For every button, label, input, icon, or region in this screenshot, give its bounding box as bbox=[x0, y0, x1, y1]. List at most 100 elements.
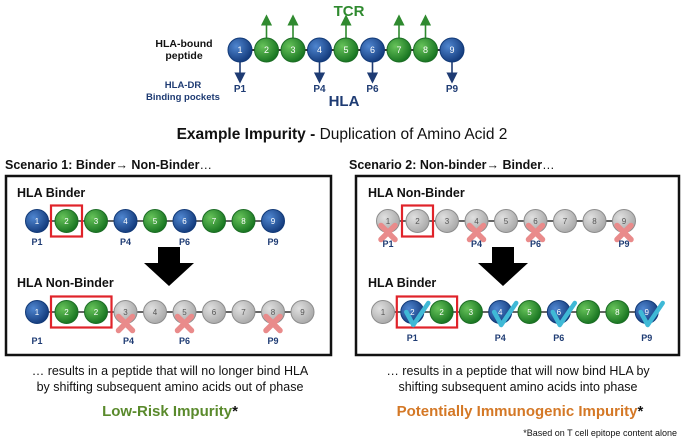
amino-acid-number: 4 bbox=[474, 217, 479, 226]
scenario1-heading-suffix: … bbox=[199, 158, 212, 172]
figure-title: Example Impurity - Duplication of Amino … bbox=[177, 126, 508, 143]
scenario2-heading-suffix: … bbox=[542, 158, 555, 172]
x-mark-icon bbox=[115, 313, 136, 334]
binding-pocket-label: P6 bbox=[553, 333, 564, 343]
amino-acid-number: 3 bbox=[94, 217, 99, 226]
amino-acid-number: 6 bbox=[182, 217, 187, 226]
binding-pocket-label: P4 bbox=[313, 84, 326, 95]
binding-pocket-label: P9 bbox=[641, 333, 652, 343]
amino-acid-number: 5 bbox=[504, 217, 509, 226]
amino-acid-bead bbox=[227, 37, 253, 63]
amino-acid-number: 2 bbox=[415, 217, 420, 226]
binding-pocket-label: P1 bbox=[234, 84, 247, 95]
scenario2-heading: Scenario 2: Non-binder→ Binder… bbox=[349, 158, 555, 172]
amino-acid-bead bbox=[113, 209, 138, 233]
scenario1-lower-label: HLA Non-Binder bbox=[17, 276, 114, 290]
amino-acid-bead bbox=[280, 37, 306, 63]
amino-acid-bead bbox=[413, 37, 438, 63]
binding-pocket-label: P6 bbox=[179, 237, 190, 247]
amino-acid-number: 2 bbox=[64, 308, 69, 317]
amino-acid-bead bbox=[290, 300, 315, 324]
amino-acid-bead bbox=[333, 37, 359, 63]
scenario2-verdict: Potentially Immunogenic Impurity* bbox=[397, 403, 644, 420]
amino-acid-number: 5 bbox=[182, 308, 187, 317]
scenario1-caption-line2: by shifting subsequent amino acids out o… bbox=[37, 380, 304, 394]
scenario2-transition-arrow bbox=[478, 247, 528, 286]
amino-acid-number: 6 bbox=[212, 308, 217, 317]
amino-acid-number: 3 bbox=[445, 217, 450, 226]
amino-acid-bead bbox=[458, 300, 483, 324]
amino-acid-number: 2 bbox=[64, 217, 69, 226]
amino-acid-number: 6 bbox=[557, 308, 562, 317]
amino-acid-number: 9 bbox=[622, 217, 627, 226]
x-mark-icon bbox=[263, 313, 283, 334]
duplication-highlight-box bbox=[395, 295, 459, 329]
duplication-highlight-box bbox=[49, 295, 113, 329]
amino-acid-number: 1 bbox=[237, 45, 242, 55]
pockets-label-line2: Binding pockets bbox=[146, 92, 220, 103]
binding-pocket-label: P6 bbox=[179, 336, 190, 346]
duplication-highlight-box bbox=[400, 204, 435, 238]
binding-pocket-label: P9 bbox=[446, 84, 459, 95]
amino-acid-number: 5 bbox=[153, 217, 158, 226]
scenario2-caption-line1: … results in a peptide that will now bin… bbox=[386, 364, 650, 378]
amino-acid-bead bbox=[371, 300, 395, 324]
amino-acid-number: 8 bbox=[615, 308, 620, 317]
binding-pocket-label: P4 bbox=[471, 239, 482, 249]
scenario2-upper-label: HLA Non-Binder bbox=[368, 186, 465, 200]
scenario1-verdict-asterisk: * bbox=[232, 403, 238, 420]
binding-pocket-label: P1 bbox=[382, 239, 393, 249]
amino-acid-bead bbox=[307, 37, 332, 63]
scenario2-panel bbox=[354, 174, 681, 357]
amino-acid-number: 9 bbox=[271, 217, 276, 226]
check-mark-icon bbox=[638, 300, 665, 328]
amino-acid-number: 1 bbox=[381, 308, 386, 317]
scenario2-verdict-text: Potentially Immunogenic Impurity bbox=[397, 403, 639, 420]
binding-pocket-label: P6 bbox=[366, 84, 379, 95]
scenario1-transition-arrow bbox=[144, 247, 194, 286]
amino-acid-number: 9 bbox=[300, 308, 305, 317]
amino-acid-number: 8 bbox=[592, 217, 597, 226]
check-mark-icon bbox=[404, 300, 431, 328]
peptide-label-line2: peptide bbox=[165, 50, 202, 62]
amino-acid-number: 9 bbox=[449, 45, 454, 55]
amino-acid-number: 9 bbox=[644, 308, 649, 317]
amino-acid-bead bbox=[25, 300, 49, 324]
amino-acid-number: 4 bbox=[498, 308, 503, 317]
amino-acid-number: 7 bbox=[396, 45, 401, 55]
amino-acid-number: 2 bbox=[439, 308, 444, 317]
amino-acid-bead bbox=[143, 300, 167, 324]
x-mark-icon bbox=[525, 222, 546, 243]
amino-acid-bead bbox=[84, 300, 108, 324]
amino-acid-bead bbox=[553, 209, 577, 233]
x-mark-icon bbox=[614, 222, 634, 243]
amino-acid-bead bbox=[143, 209, 167, 233]
amino-acid-number: 1 bbox=[386, 217, 391, 226]
scenario2-heading-text: Scenario 2: Non-binder→ Binder bbox=[349, 158, 542, 172]
amino-acid-bead bbox=[576, 300, 601, 324]
amino-acid-number: 4 bbox=[317, 45, 322, 55]
amino-acid-number: 2 bbox=[94, 308, 99, 317]
amino-acid-bead bbox=[517, 300, 542, 324]
amino-acid-number: 2 bbox=[264, 45, 269, 55]
x-mark-icon bbox=[466, 222, 487, 243]
amino-acid-number: 3 bbox=[290, 45, 295, 55]
amino-acid-number: 8 bbox=[241, 217, 246, 226]
amino-acid-bead bbox=[386, 37, 412, 63]
amino-acid-bead bbox=[360, 37, 385, 63]
amino-acid-number: 7 bbox=[586, 308, 591, 317]
scenario2-lower-label: HLA Binder bbox=[368, 276, 436, 290]
amino-acid-number: 2 bbox=[410, 308, 415, 317]
binding-pocket-label: P9 bbox=[267, 336, 278, 346]
tcr-label: TCR bbox=[334, 3, 365, 20]
amino-acid-number: 4 bbox=[123, 217, 128, 226]
scenario1-verdict-text: Low-Risk Impurity bbox=[102, 403, 233, 420]
amino-acid-number: 3 bbox=[469, 308, 474, 317]
amino-acid-number: 8 bbox=[423, 45, 428, 55]
binding-pocket-label: P6 bbox=[530, 239, 541, 249]
amino-acid-bead bbox=[439, 37, 465, 63]
binding-pocket-label: P1 bbox=[31, 336, 42, 346]
